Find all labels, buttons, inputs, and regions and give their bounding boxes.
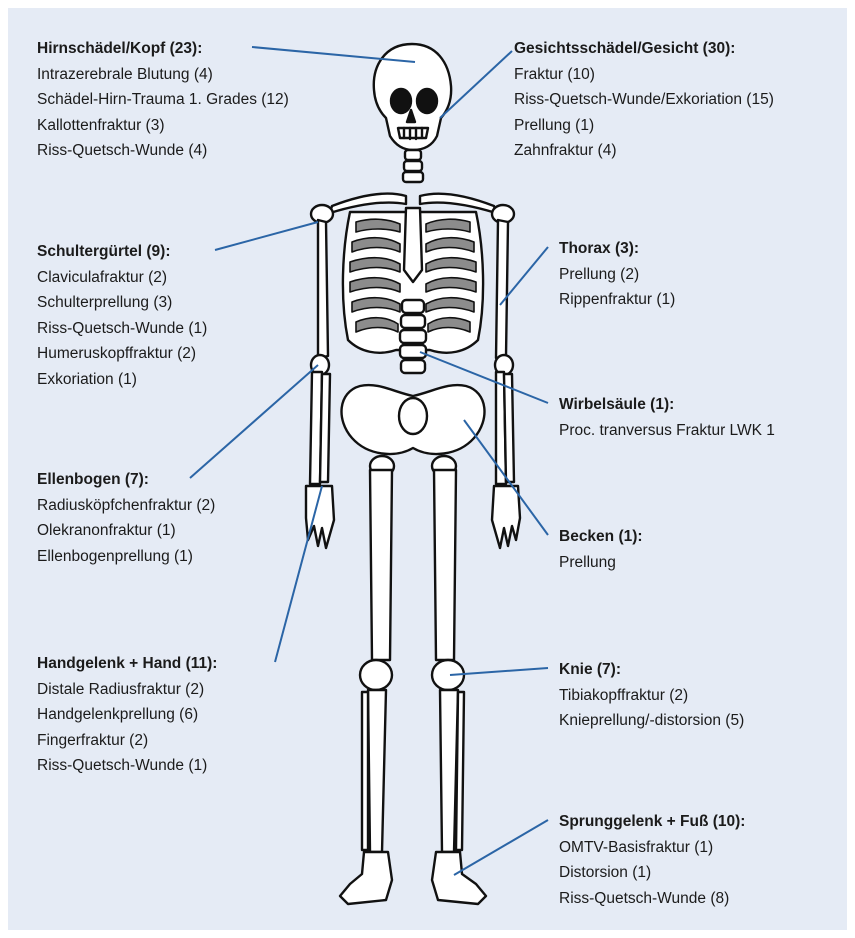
group-item: Riss-Quetsch-Wunde/Exkoriation (15) <box>514 87 774 113</box>
group-item: Intrazerebrale Blutung (4) <box>37 62 289 88</box>
group-item: Riss-Quetsch-Wunde (1) <box>37 316 207 342</box>
group-item: Schädel-Hirn-Trauma 1. Grades (12) <box>37 87 289 113</box>
leader-line-face <box>440 51 512 118</box>
group-title: Thorax (3): <box>559 236 675 262</box>
group-item: Proc. tranversus Fraktur LWK 1 <box>559 418 775 444</box>
group-item: Distale Radiusfraktur (2) <box>37 677 217 703</box>
group-item: Claviculafraktur (2) <box>37 265 207 291</box>
group-item: Exkoriation (1) <box>37 367 207 393</box>
group-hand: Handgelenk + Hand (11): Distale Radiusfr… <box>37 651 217 779</box>
group-item: Handgelenkprellung (6) <box>37 702 217 728</box>
group-item: OMTV-Basisfraktur (1) <box>559 835 745 861</box>
group-title: Becken (1): <box>559 524 643 550</box>
group-item: Knieprellung/-distorsion (5) <box>559 708 744 734</box>
group-item: Zahnfraktur (4) <box>514 138 774 164</box>
group-item: Distorsion (1) <box>559 860 745 886</box>
group-foot: Sprunggelenk + Fuß (10): OMTV-Basisfrakt… <box>559 809 745 911</box>
group-item: Prellung (1) <box>514 113 774 139</box>
group-item: Riss-Quetsch-Wunde (8) <box>559 886 745 912</box>
group-title: Ellenbogen (7): <box>37 467 215 493</box>
group-head: Hirnschädel/Kopf (23): Intrazerebrale Bl… <box>37 36 289 164</box>
group-title: Gesichtsschädel/Gesicht (30): <box>514 36 774 62</box>
group-item: Rippenfraktur (1) <box>559 287 675 313</box>
group-title: Wirbelsäule (1): <box>559 392 775 418</box>
leader-line-knee <box>450 668 548 675</box>
group-title: Schultergürtel (9): <box>37 239 207 265</box>
group-knee: Knie (7): Tibiakopffraktur (2) Knieprell… <box>559 657 744 734</box>
group-item: Ellenbogenprellung (1) <box>37 544 215 570</box>
group-item: Prellung <box>559 550 643 576</box>
leader-line-thorax <box>500 247 548 305</box>
leader-line-shoulder <box>215 222 318 250</box>
group-shoulder: Schultergürtel (9): Claviculafraktur (2)… <box>37 239 207 392</box>
leader-line-hand <box>275 486 322 662</box>
group-title: Hirnschädel/Kopf (23): <box>37 36 289 62</box>
group-item: Schulterprellung (3) <box>37 290 207 316</box>
group-face: Gesichtsschädel/Gesicht (30): Fraktur (1… <box>514 36 774 164</box>
leader-line-pelvis <box>464 420 548 535</box>
group-item: Prellung (2) <box>559 262 675 288</box>
group-item: Olekranonfraktur (1) <box>37 518 215 544</box>
group-item: Riss-Quetsch-Wunde (4) <box>37 138 289 164</box>
leader-line-spine <box>420 352 548 403</box>
group-item: Tibiakopffraktur (2) <box>559 683 744 709</box>
group-item: Radiusköpfchenfraktur (2) <box>37 493 215 519</box>
group-elbow: Ellenbogen (7): Radiusköpfchenfraktur (2… <box>37 467 215 569</box>
leader-line-elbow <box>190 365 318 478</box>
group-item: Kallottenfraktur (3) <box>37 113 289 139</box>
group-item: Humeruskopffraktur (2) <box>37 341 207 367</box>
group-spine: Wirbelsäule (1): Proc. tranversus Fraktu… <box>559 392 775 443</box>
group-item: Fingerfraktur (2) <box>37 728 217 754</box>
group-title: Knie (7): <box>559 657 744 683</box>
group-title: Sprunggelenk + Fuß (10): <box>559 809 745 835</box>
group-title: Handgelenk + Hand (11): <box>37 651 217 677</box>
group-item: Riss-Quetsch-Wunde (1) <box>37 753 217 779</box>
group-pelvis: Becken (1): Prellung <box>559 524 643 575</box>
group-thorax: Thorax (3): Prellung (2) Rippenfraktur (… <box>559 236 675 313</box>
group-item: Fraktur (10) <box>514 62 774 88</box>
leader-line-foot <box>454 820 548 875</box>
